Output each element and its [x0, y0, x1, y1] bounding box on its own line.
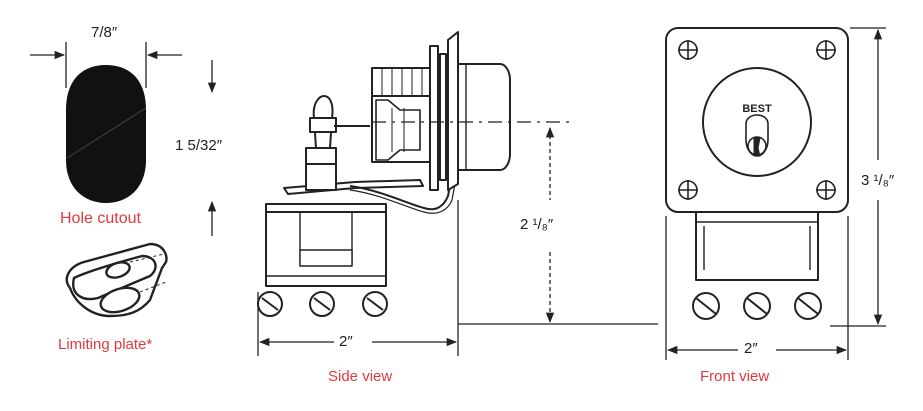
hole-height-label: 1 5/32″ [175, 137, 223, 154]
front-height-label: 3 ¹/₈″ [861, 172, 895, 189]
hole-cutout-caption: Hole cutout [60, 210, 141, 227]
side-view-caption: Side view [328, 368, 393, 385]
side-view-drawing [257, 31, 574, 317]
hole-cutout-drawing [30, 42, 217, 236]
front-mounting-holes [678, 40, 836, 200]
front-view-caption: Front view [700, 368, 770, 385]
hole-cutout-shape [66, 65, 146, 203]
side-height-label: 2 ¹/₈″ [520, 216, 554, 233]
front-width-label: 2″ [744, 340, 758, 357]
hole-width-dimension [30, 42, 182, 88]
side-width-label: 2″ [339, 333, 353, 350]
cylinder-brand-mark: BEST [742, 103, 772, 115]
side-view-dimensions [257, 126, 658, 356]
limiting-plate-drawing [65, 242, 168, 318]
front-view-screws [692, 292, 822, 320]
limiting-plate-caption: Limiting plate* [58, 336, 153, 353]
hole-width-label: 7/8″ [91, 24, 118, 41]
front-view-drawing [665, 27, 849, 320]
front-view-dimensions [665, 27, 886, 360]
side-view-screws [257, 291, 388, 317]
